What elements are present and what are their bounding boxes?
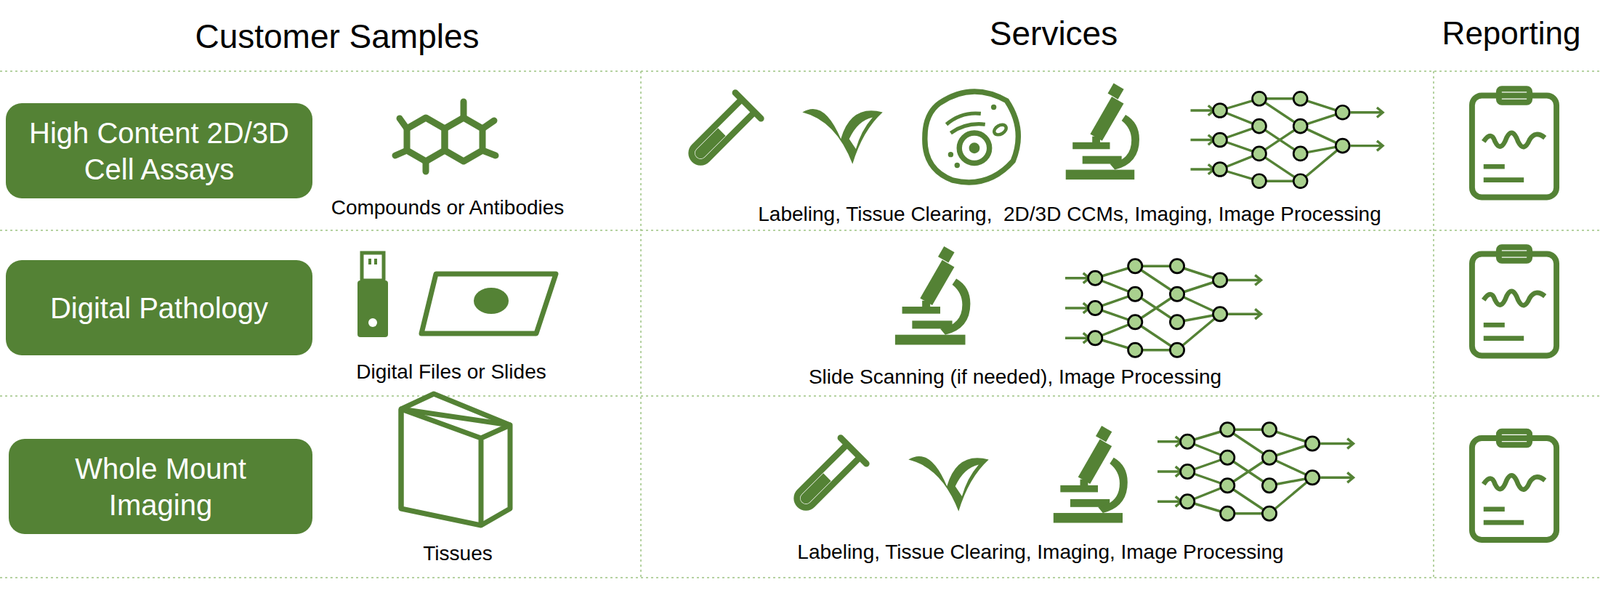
report-icon	[1472, 88, 1557, 197]
caption-text: Compounds or Antibodies	[331, 196, 565, 220]
column-heading: Reporting	[1442, 15, 1582, 52]
clearing-icon	[802, 108, 883, 165]
caption-text: Digital Files or Slides	[356, 360, 546, 384]
column-heading: Services	[989, 13, 1118, 54]
report-icon	[1472, 431, 1557, 540]
grid-lines	[0, 71, 1600, 578]
chemical-icon	[395, 101, 496, 172]
clearing-icon	[908, 456, 989, 512]
category-label: Digital Pathology	[50, 289, 269, 327]
caption-text: Slide Scanning (if needed), Image Proces…	[808, 365, 1222, 389]
report-icon	[1472, 247, 1557, 356]
category-box: Whole Mount Imaging	[8, 438, 313, 535]
category-box: High Content 2D/3D Cell Assays	[5, 103, 313, 199]
caption-text: Tissues	[422, 542, 492, 566]
cell-icon	[924, 91, 1019, 183]
category-box: Digital Pathology	[5, 260, 313, 356]
slide-icon	[421, 273, 556, 334]
cube-icon	[401, 393, 511, 526]
test-tube-icon	[681, 93, 762, 173]
test-tube-icon	[786, 438, 867, 519]
microscope-icon	[895, 246, 971, 346]
network-icon	[1065, 259, 1262, 358]
network-icon	[1190, 91, 1384, 188]
category-label: High Content 2D/3D Cell Assays	[17, 114, 301, 188]
microscope-icon	[1053, 425, 1128, 524]
caption-text: Labeling, Tissue Clearing, 2D/3D CCMs, I…	[757, 202, 1382, 226]
category-label: Whole Mount Imaging	[20, 450, 301, 524]
network-icon	[1157, 422, 1354, 521]
usb-icon	[357, 252, 389, 338]
caption-text: Labeling, Tissue Clearing, Imaging, Imag…	[797, 540, 1284, 564]
microscope-icon	[1065, 83, 1140, 181]
column-heading: Customer Samples	[194, 16, 479, 56]
